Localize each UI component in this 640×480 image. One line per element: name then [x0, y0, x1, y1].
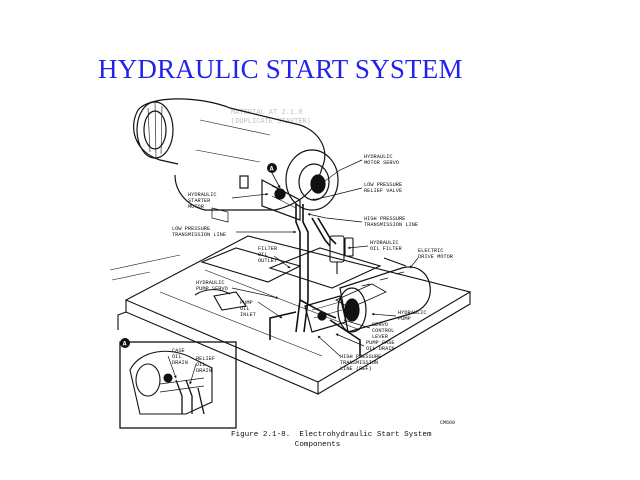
slide-title: HYDRAULIC START SYSTEM	[98, 54, 463, 84]
callout-letter: A	[270, 165, 274, 172]
figure-id-code: CM660	[440, 420, 455, 426]
inset-detail-a	[119, 341, 237, 429]
label-text: HIGH PRESSURE	[364, 216, 405, 222]
label-low-pressure-relief-valve: LOW PRESSURE RELIEF VALVE	[364, 182, 402, 194]
mounting-frame	[109, 207, 472, 395]
label-text: DRIVE MOTOR	[418, 254, 454, 260]
label-text: DRAIN	[196, 368, 212, 374]
faded-header-line-2: (DUPLICATE STARTER)	[231, 118, 311, 126]
label-servo-control-lever: SERVO CONTROL LEVER	[372, 322, 394, 340]
callout-a-inset: A	[120, 338, 130, 348]
label-text: CASE	[172, 348, 185, 354]
label-pump-case-oil-drain: PUMP CASE OIL DRAIN	[366, 340, 395, 352]
label-text: CONTROL	[372, 328, 394, 334]
figure-caption: Figure 2.1-8. Electrohydraulic Start Sys…	[231, 430, 432, 450]
caption-line-1: Figure 2.1-8. Electrohydraulic Start Sys…	[231, 431, 432, 439]
label-high-pressure-transmission-line: HIGH PRESSURE TRANSMISSION LINE	[364, 216, 418, 228]
caption-line-2: Components	[231, 441, 341, 449]
label-low-pressure-transmission-line: LOW PRESSURE TRANSMISSION LINE	[172, 226, 226, 238]
label-high-pressure-transmission-line-ref: HIGH PRESSURE TRANSMISSION LINE (REF)	[340, 354, 381, 372]
label-text: OIL DRAIN	[366, 346, 395, 352]
label-text: LOW PRESSURE	[172, 226, 210, 232]
label-text: OIL	[172, 354, 182, 360]
label-text: HYDRAULIC	[188, 192, 217, 198]
label-text: ELECTRIC	[418, 248, 443, 254]
label-text: PUMP SERVO	[196, 286, 228, 292]
label-text: LINE (REF)	[340, 366, 372, 372]
label-hydraulic-pump: HYDRAULIC PUMP	[398, 310, 427, 322]
leader-lines	[167, 159, 419, 385]
label-pump-oil-inlet: PUMP OIL INLET	[240, 300, 256, 318]
label-text: RELIEF	[196, 356, 215, 362]
label-text: LEVER	[372, 334, 389, 340]
oil-filter	[329, 235, 354, 274]
label-text: RELIEF VALVE	[364, 188, 402, 194]
label-text: HYDRAULIC	[196, 280, 225, 286]
label-text: HYDRAULIC	[398, 310, 427, 316]
label-electric-drive-motor: ELECTRIC DRIVE MOTOR	[418, 248, 454, 260]
label-text: OIL FILTER	[370, 246, 403, 252]
label-text: LOW PRESSURE	[364, 182, 402, 188]
label-text: TRANSMISSION	[340, 360, 378, 366]
label-text: OIL	[240, 306, 250, 312]
label-text: INLET	[240, 312, 256, 318]
faded-header: MATERIAL AT 2.1.8 (DUPLICATE STARTER)	[231, 109, 311, 126]
label-filter-oil-outlet: FILTER OIL OUTLET	[258, 246, 278, 264]
label-text: TRANSMISSION LINE	[364, 222, 418, 228]
label-relief-oil-drain: RELIEF OIL DRAIN	[196, 356, 215, 374]
label-text: MOTOR SERVO	[364, 160, 399, 166]
label-text: PUMP CASE	[366, 340, 395, 346]
callout-letter-inset: A	[123, 340, 127, 347]
label-text: PUMP	[398, 316, 411, 322]
label-text: OIL	[258, 252, 268, 258]
label-text: OIL	[196, 362, 206, 368]
callout-a-main: A	[267, 163, 281, 189]
label-text: STARTER	[188, 198, 211, 204]
label-text: HIGH PRESSURE	[340, 354, 381, 360]
label-text: HYDRAULIC	[364, 154, 393, 160]
label-text: HYDRAULIC	[370, 240, 399, 246]
label-hydraulic-oil-filter: HYDRAULIC OIL FILTER	[370, 240, 403, 252]
label-text: PUMP	[240, 300, 253, 306]
label-text: MOTOR	[188, 204, 205, 210]
label-text: FILTER	[258, 246, 278, 252]
label-text: DRAIN	[172, 360, 188, 366]
hydraulic-lines	[269, 204, 361, 356]
label-hydraulic-starter-motor: HYDRAULIC STARTER MOTOR	[188, 192, 217, 210]
label-text: TRANSMISSION LINE	[172, 232, 226, 238]
label-hydraulic-pump-servo: HYDRAULIC PUMP SERVO	[196, 280, 228, 292]
faded-header-line-1: MATERIAL AT 2.1.8	[231, 109, 302, 117]
label-hydraulic-motor-servo: HYDRAULIC MOTOR SERVO	[364, 154, 399, 166]
label-text: SERVO	[372, 322, 388, 328]
label-case-oil-drain: CASE OIL DRAIN	[172, 348, 188, 366]
label-text: OUTLET	[258, 258, 277, 264]
